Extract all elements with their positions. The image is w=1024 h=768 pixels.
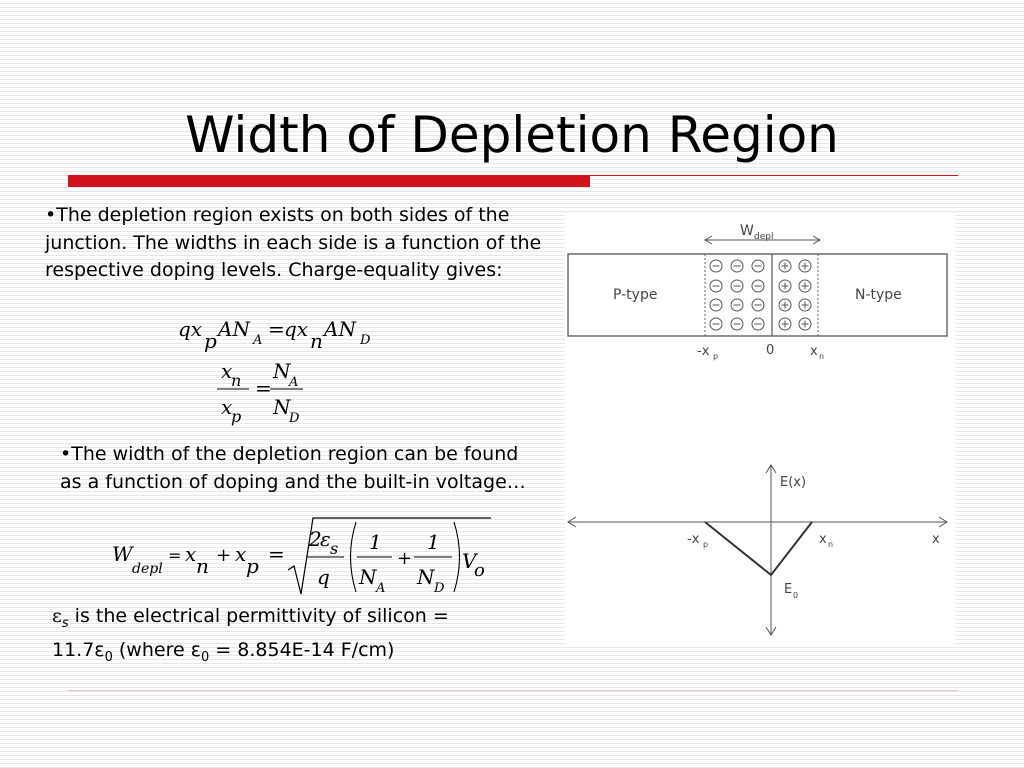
permittivity-text-c: = 8.854E-14 F/cm) [209,639,395,662]
e0-sub: 0 [793,591,798,600]
wdepl-label: W [740,223,754,239]
e-axis-label: E(x) [780,475,806,490]
svg-text:n: n [310,329,323,353]
equation-ratio: x n x p = N A N D [217,359,303,426]
permittivity-sub-b: 0 [200,650,210,666]
junction-box [567,253,948,337]
svg-text:A: A [288,375,298,390]
svg-text:depl: depl [132,561,163,577]
x-axis-label: x [932,532,940,547]
permittivity-text-b: (where ε [112,639,201,662]
svg-text:n: n [231,371,241,390]
svg-text:p: p [204,329,217,353]
svg-text:qx: qx [284,317,308,341]
svg-text:x: x [221,395,232,419]
svg-text:q: q [317,565,330,589]
svg-text:qx: qx [178,317,202,341]
svg-text:N: N [272,395,292,419]
svg-text:AN: AN [216,317,251,341]
e0-label: E [784,582,792,597]
equation-depletion-width: W depl = x n + x p = 2 ε s q 1 N A + 1 N… [112,517,491,596]
negative-ion [730,279,744,293]
epsilon-symbol: ε [52,605,62,627]
negative-ion [709,279,723,293]
svg-text:p: p [246,554,259,578]
footer-rule [68,690,958,691]
svg-text:=: = [268,542,285,566]
neg-xp-label: -x [697,344,710,359]
p-type-label: P-type [613,287,657,303]
junction-figure: W depl P-type N-type -x p 0 x n E(x) x -… [565,215,955,645]
positive-ion [798,298,812,312]
wdepl-sub: depl [754,232,773,242]
title-rule-accent [68,175,590,187]
svg-text:1: 1 [369,530,382,554]
svg-text:=: = [255,376,272,400]
epsilon-subscript: s [61,615,69,631]
permittivity-text-a: is the electrical permittivity of silico… [52,605,449,662]
svg-text:D: D [288,411,300,426]
svg-text:N: N [272,359,292,383]
positive-ion [798,259,812,273]
negative-ion [709,317,723,331]
neg-xp-sub: p [713,352,718,361]
negative-ion [751,279,765,293]
lower-neg-xp-sub: p [703,540,708,549]
xn-label: x [810,344,818,359]
negative-ion [709,259,723,273]
title-rule-thin [590,175,958,176]
lower-neg-xp-label: -x [687,532,700,547]
svg-text:x: x [185,542,196,566]
positive-ion [778,298,792,312]
paragraph-charge-equality: •The depletion region exists on both sid… [45,204,542,281]
svg-text:1: 1 [427,530,440,554]
svg-text:2: 2 [308,527,322,551]
svg-text:+: + [397,548,412,569]
svg-text:D: D [433,581,445,596]
field-profile [704,521,813,577]
svg-text:D: D [359,333,371,348]
positive-ion [778,279,792,293]
svg-text:A: A [252,333,262,348]
positive-ion [798,279,812,293]
positive-ion-grid [778,259,812,331]
paragraph-depletion-width: •The width of the depletion region can b… [60,443,526,493]
positive-ion [778,317,792,331]
svg-text:N: N [358,565,378,589]
negative-ion [709,298,723,312]
svg-text:x: x [235,542,246,566]
paragraph-permittivity: εs is the electrical permittivity of sil… [52,603,492,672]
svg-text:=: = [268,317,285,341]
equation-charge-equality: qx p AN A = qx n AN D [178,317,371,353]
negative-ion [730,317,744,331]
lower-xn-label: x [819,532,827,547]
svg-text:n: n [196,554,209,578]
svg-text:W: W [112,542,134,566]
svg-text:+: + [216,545,231,566]
svg-text:N: N [416,565,436,589]
svg-text:o: o [474,560,485,581]
svg-text:x: x [221,359,232,383]
xn-sub: n [819,352,824,361]
positive-ion [798,317,812,331]
zero-label: 0 [766,343,774,358]
negative-ion [751,298,765,312]
negative-ion [730,259,744,273]
svg-text:V: V [462,549,479,573]
permittivity-sub-a: 0 [104,650,113,666]
svg-text:A: A [375,581,385,596]
svg-text:ε: ε [320,527,331,551]
negative-ion [751,317,765,331]
svg-text:=: = [168,546,181,565]
svg-text:p: p [231,407,241,426]
n-type-label: N-type [855,287,902,303]
positive-ion [778,259,792,273]
lower-xn-sub: n [828,540,833,549]
slide-title: Width of Depletion Region [185,106,839,164]
svg-text:s: s [330,539,338,558]
negative-ion-grid [709,259,765,331]
svg-text:AN: AN [322,317,357,341]
negative-ion [730,298,744,312]
negative-ion [751,259,765,273]
